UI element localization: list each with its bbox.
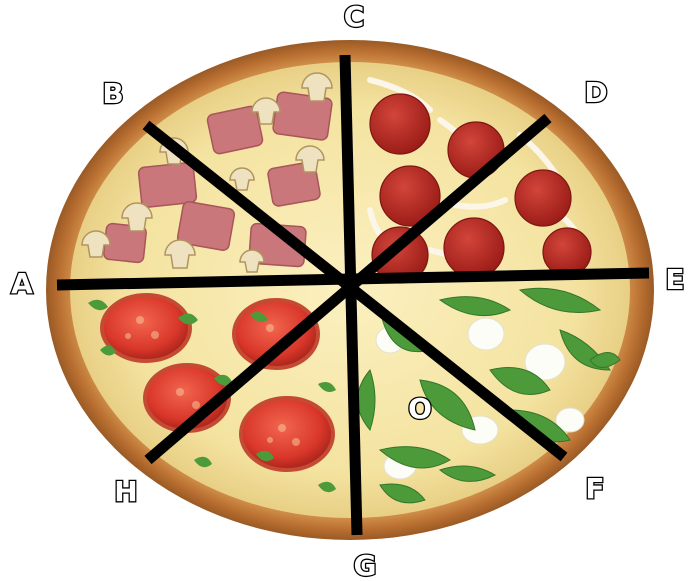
label-h: H <box>114 475 137 508</box>
label-a: A <box>11 267 33 300</box>
label-g: G <box>354 549 377 581</box>
label-o: O <box>408 392 432 425</box>
label-f: F <box>585 472 604 505</box>
label-c: C <box>344 0 365 33</box>
label-b: B <box>102 77 123 110</box>
label-d: D <box>584 76 607 109</box>
label-e: E <box>665 263 684 296</box>
